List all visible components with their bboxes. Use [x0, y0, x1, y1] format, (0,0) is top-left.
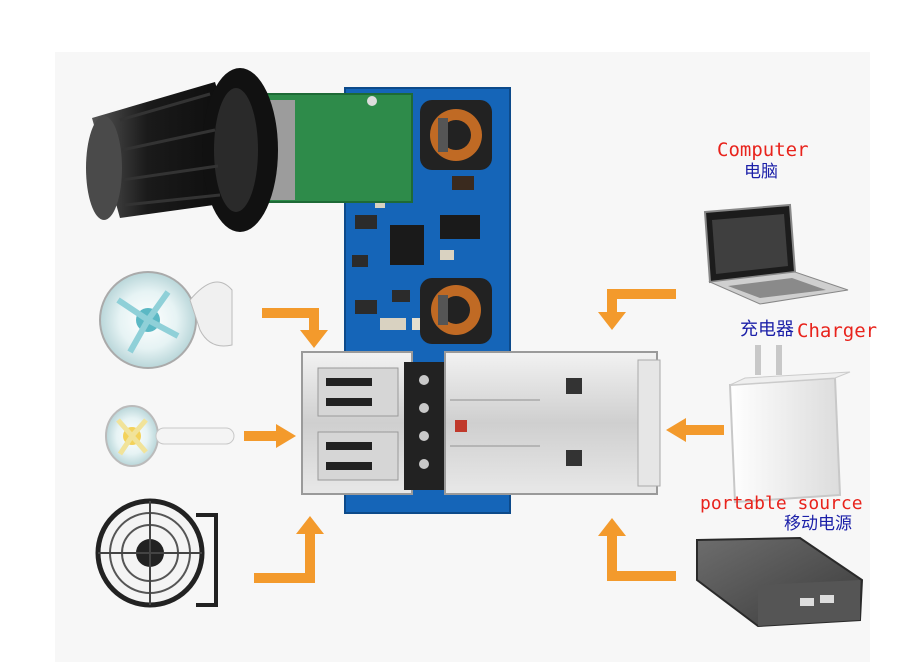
- handheld-fan-image: [105, 405, 235, 467]
- label-charger-cn: 充电器: [740, 319, 794, 340]
- knob: [86, 68, 278, 232]
- label-portable-cn: 移动电源: [784, 514, 852, 534]
- inductor-middle: [420, 278, 492, 344]
- label-computer-en: Computer: [717, 139, 809, 161]
- clip-fan-image: [99, 271, 233, 369]
- label-portable-en: portable source: [700, 493, 863, 514]
- arrow-handheld-fan-head: [276, 424, 296, 448]
- charger-image: [728, 345, 851, 504]
- arrow-power-bank: [607, 532, 676, 581]
- laptop-image: [703, 203, 849, 305]
- arrow-desk-fan: [254, 528, 315, 583]
- inductor-top: [420, 100, 492, 170]
- power-bank-image: [696, 536, 864, 628]
- usb-male-plug: [444, 351, 661, 495]
- arrow-power-bank-head: [598, 518, 626, 536]
- usb-female-port: [301, 351, 444, 495]
- label-computer-cn: 电脑: [744, 162, 778, 182]
- arrow-clip-fan: [262, 308, 319, 336]
- arrow-laptop: [607, 289, 676, 318]
- arrow-laptop-head: [598, 312, 626, 330]
- arrow-desk-fan-head: [296, 516, 324, 534]
- desk-fan-image: [95, 498, 218, 608]
- arrow-clip-fan-head: [300, 330, 328, 348]
- label-charger-en: Charger: [797, 320, 878, 342]
- arrow-charger-head: [666, 418, 686, 442]
- arrows: [244, 289, 724, 583]
